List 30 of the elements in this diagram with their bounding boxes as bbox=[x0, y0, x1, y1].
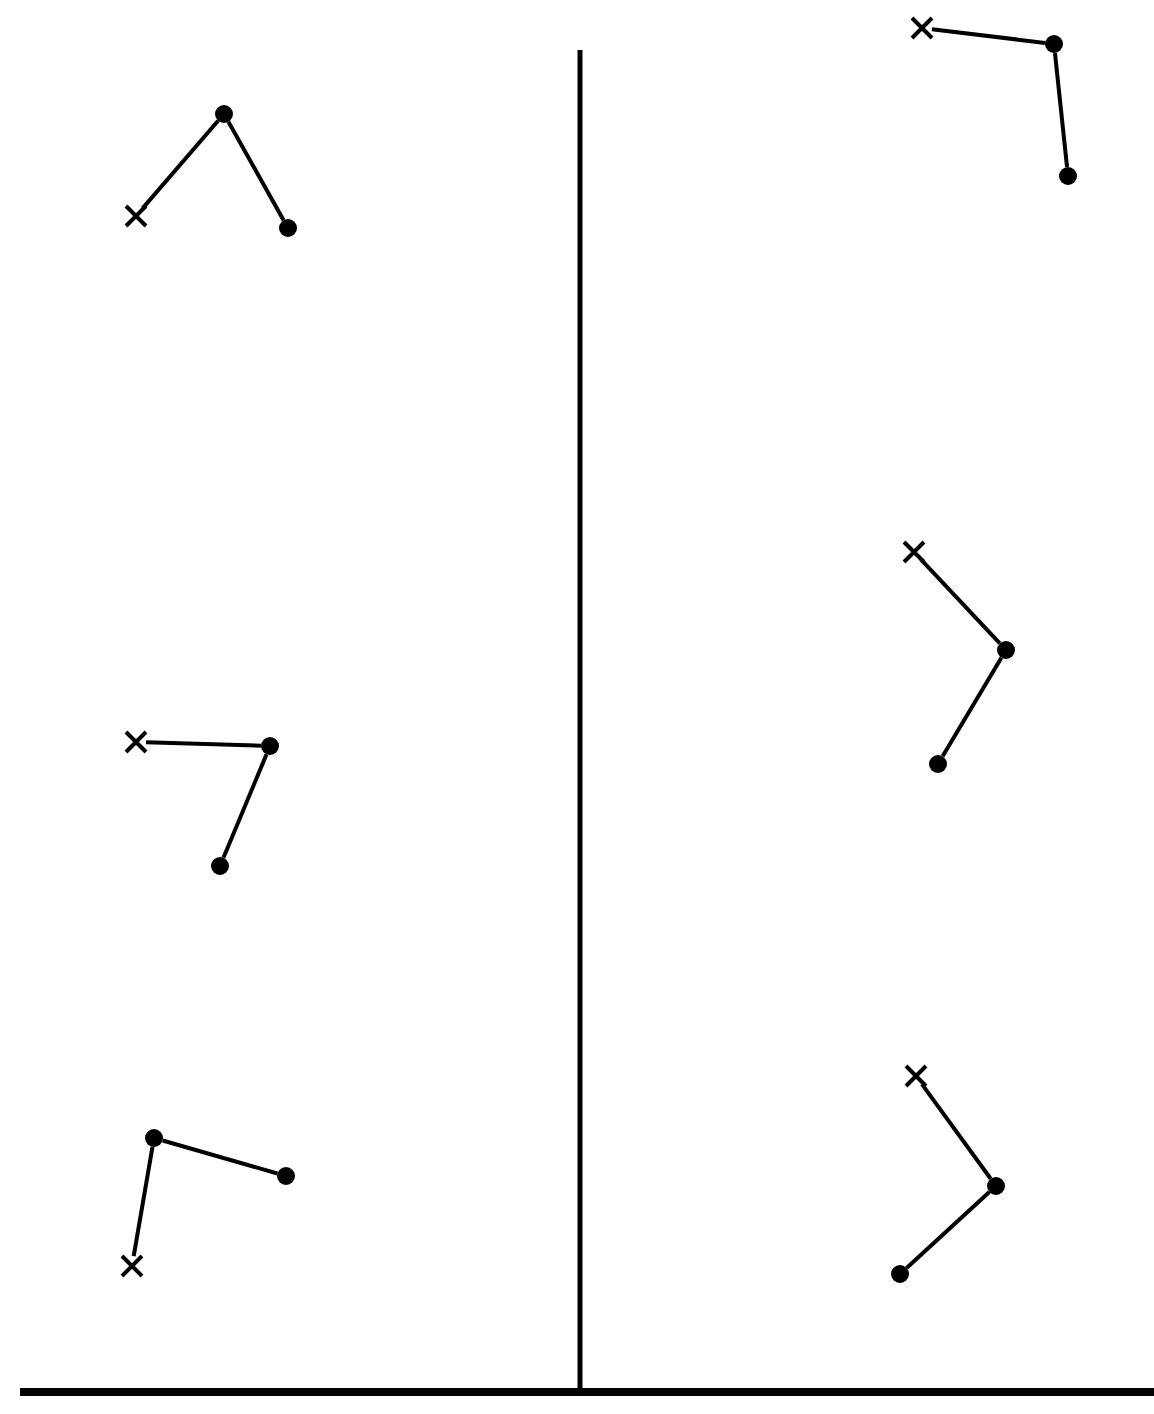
cross-marker bbox=[910, 16, 934, 40]
connector-line bbox=[226, 120, 286, 222]
cross-marker bbox=[124, 204, 148, 228]
dot-marker bbox=[214, 104, 234, 124]
dot-marker bbox=[210, 856, 230, 876]
connector-line bbox=[145, 740, 262, 748]
dot-marker bbox=[276, 1166, 296, 1186]
dot-marker bbox=[278, 218, 298, 238]
connector-line bbox=[141, 119, 220, 210]
cross-marker bbox=[120, 1254, 144, 1278]
connector-line bbox=[919, 557, 1002, 645]
dot-marker bbox=[890, 1264, 910, 1284]
cross-marker bbox=[904, 1064, 928, 1088]
dot-marker bbox=[1044, 34, 1064, 54]
dot-marker bbox=[996, 640, 1016, 660]
dot-marker bbox=[1058, 166, 1078, 186]
connector-line bbox=[221, 753, 269, 859]
connector-line bbox=[905, 1190, 991, 1270]
dot-marker bbox=[928, 754, 948, 774]
connector-line bbox=[931, 27, 1046, 45]
dot-marker bbox=[144, 1128, 164, 1148]
connector-line bbox=[131, 1146, 155, 1257]
connector-line bbox=[162, 1138, 278, 1176]
dot-marker bbox=[986, 1176, 1006, 1196]
connector-line bbox=[920, 1082, 993, 1180]
cross-marker bbox=[124, 730, 148, 754]
cross-marker bbox=[902, 540, 926, 564]
dot-marker bbox=[260, 736, 280, 756]
connector-line bbox=[940, 656, 1004, 758]
connector-line bbox=[1052, 52, 1070, 168]
